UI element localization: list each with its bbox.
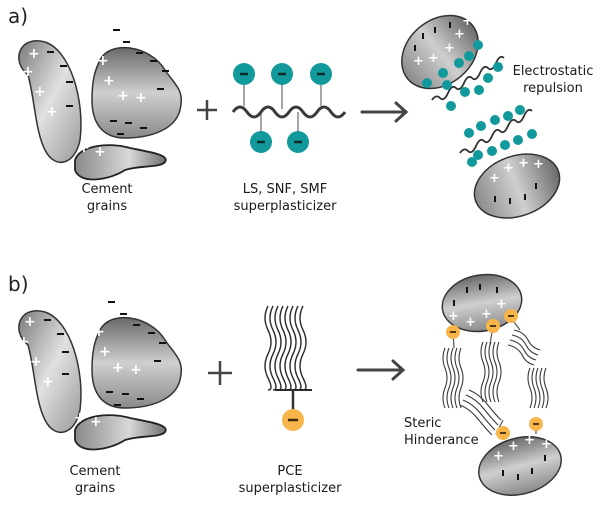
positive-charge-icon: + (34, 84, 46, 100)
arrow-right-icon (356, 359, 406, 381)
cement-grains-label-a: Cement grains (81, 182, 133, 214)
svg-text:+: + (524, 433, 535, 448)
svg-text:+: + (42, 374, 54, 390)
steric-hinderance-result: + + + + (441, 273, 562, 496)
svg-text:+: + (465, 315, 476, 330)
panel-label-a: a) (8, 4, 29, 28)
positive-charge-icon: + (92, 128, 104, 144)
svg-text:+: + (493, 449, 504, 464)
svg-text:+: + (448, 309, 459, 324)
svg-text:+: + (99, 344, 111, 360)
positive-charge-icon: + (100, 32, 112, 48)
positive-charge-icon: + (46, 104, 58, 120)
superplasticizer-label-a: LS, SNF, SMF superplasticizer (233, 182, 337, 214)
pce-superplasticizer-label: PCE superplasticizer (238, 464, 342, 496)
svg-text:+: + (24, 314, 36, 330)
adsorbed-chain-top (422, 40, 505, 111)
steric-hinderance-label: Steric Hinderance (404, 416, 479, 448)
svg-text:+: + (130, 362, 142, 378)
pce-comb-chains (442, 329, 549, 436)
svg-text:+: + (444, 41, 455, 56)
cement-grain-bottom: ++++ (473, 153, 561, 219)
positive-charge-icon: + (117, 88, 129, 104)
svg-text:+: + (503, 161, 514, 176)
svg-text:+: + (93, 324, 105, 340)
svg-text:+: + (97, 304, 109, 320)
positive-charge-icon: + (97, 53, 109, 69)
arrow-right-icon (360, 101, 409, 123)
positive-charge-icon: + (135, 90, 147, 106)
positive-charge-icon: + (78, 140, 90, 156)
svg-text:+: + (454, 27, 465, 42)
svg-text:+: + (74, 410, 86, 426)
svg-text:+: + (481, 307, 492, 322)
positive-charge-icon: + (94, 144, 106, 160)
pce-molecule (264, 305, 312, 431)
svg-text:+: + (462, 14, 473, 29)
panel-b: ++++ +++ ++ +++ (17, 273, 562, 496)
cement-grain-top: +++++ (401, 14, 479, 90)
positive-charge-icon: + (28, 46, 40, 62)
plus-operator-icon (197, 100, 217, 120)
svg-text:+: + (533, 157, 544, 172)
svg-text:+: + (90, 414, 102, 430)
svg-text:+: + (489, 171, 500, 186)
panel-label-b: b) (8, 272, 29, 296)
svg-text:+: + (413, 54, 424, 69)
ls-snf-smf-molecule (231, 63, 347, 153)
svg-text:+: + (541, 437, 552, 452)
positive-charge-icon: + (22, 64, 34, 80)
adsorbed-chain-bottom (459, 105, 537, 167)
svg-text:+: + (88, 398, 100, 414)
svg-text:+: + (30, 354, 42, 370)
positive-charge-icon: + (103, 73, 115, 89)
svg-text:+: + (428, 51, 439, 66)
svg-text:+: + (496, 297, 507, 312)
svg-text:+: + (112, 360, 124, 376)
electrostatic-repulsion-label: Electrostatic repulsion (512, 64, 594, 96)
svg-text:+: + (518, 156, 529, 171)
electrostatic-repulsion-result: +++++ (401, 14, 561, 219)
panel-a: + + + + + + + + + + + + (17, 14, 561, 219)
cement-grain-bottom: + + + + (478, 433, 562, 496)
cement-grains-label-b: Cement grains (69, 464, 121, 496)
plus-operator-icon (208, 361, 232, 385)
cement-grains-b: ++++ +++ ++ +++ (17, 301, 183, 451)
cement-grains-a: + + + + + + + + + + + + (17, 29, 183, 181)
cement-grain-top: + + + + (441, 273, 523, 333)
svg-text:+: + (508, 439, 519, 454)
svg-text:+: + (18, 334, 30, 350)
